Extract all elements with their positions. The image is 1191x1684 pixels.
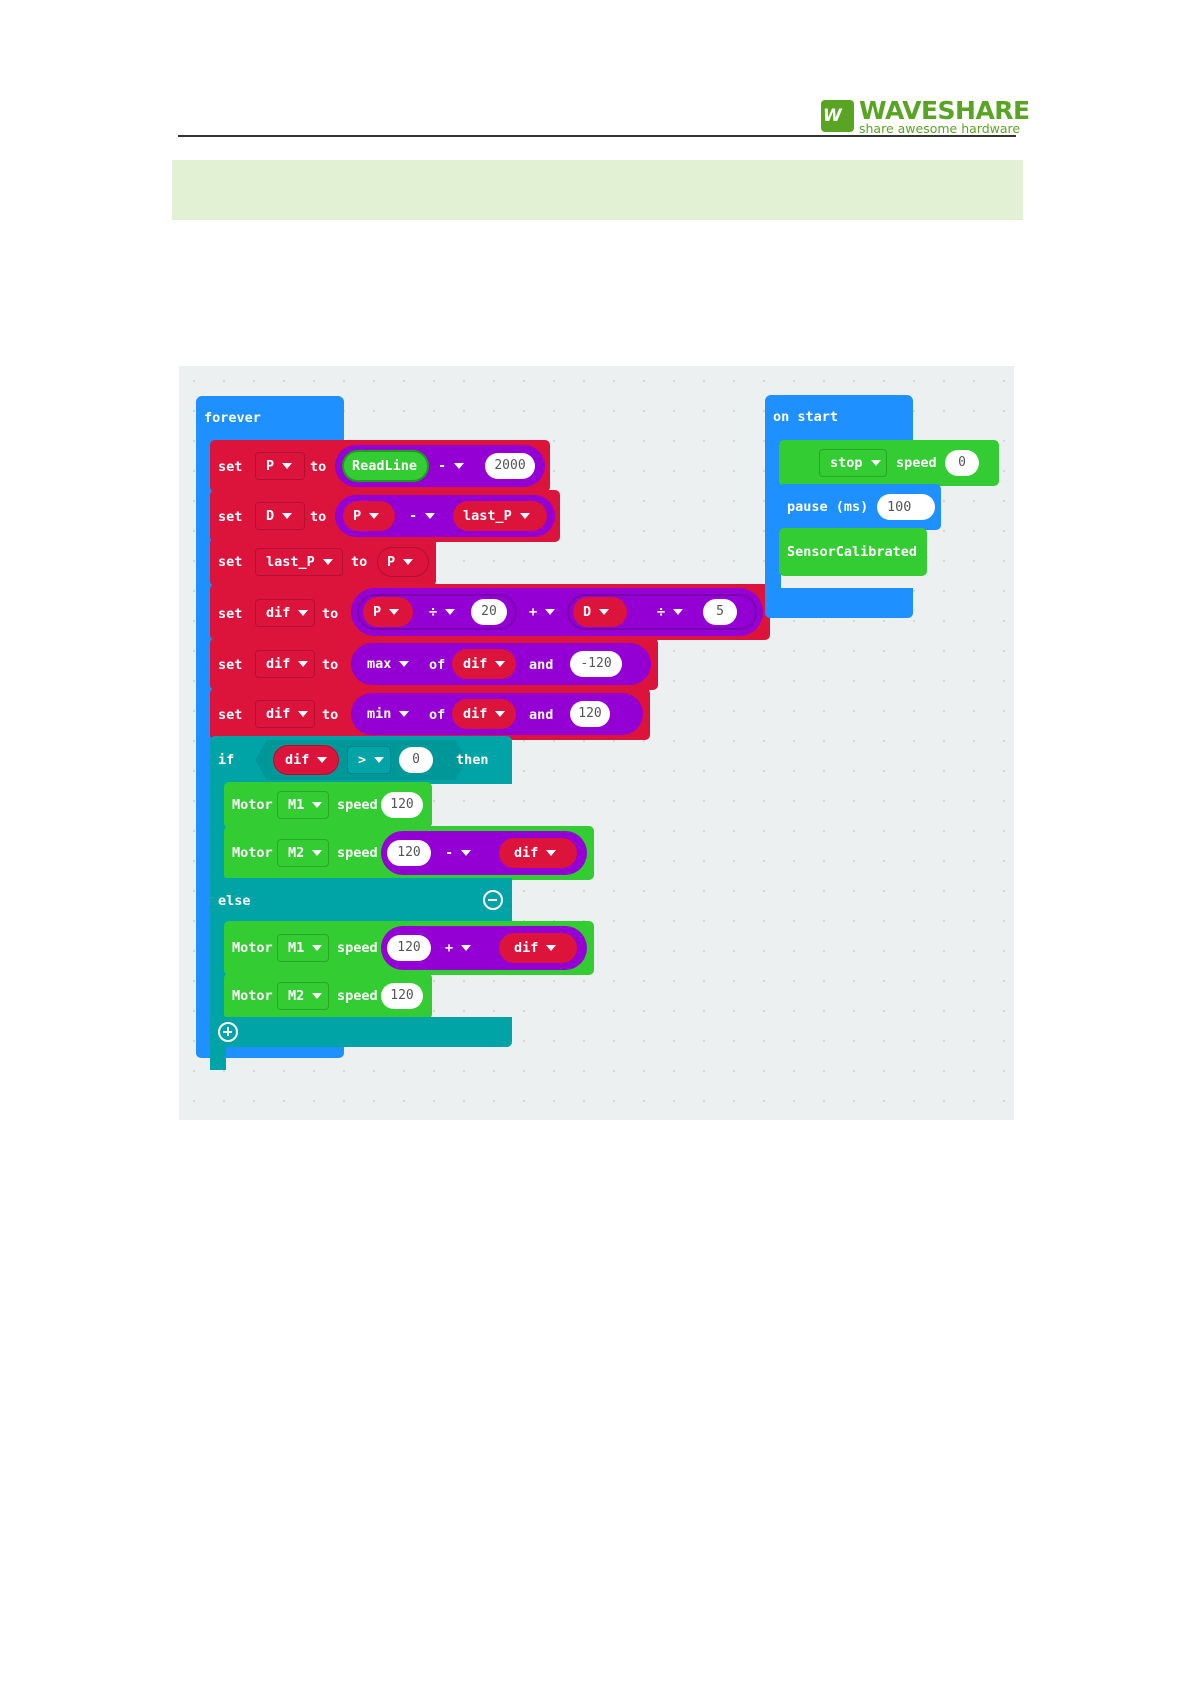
number-input[interactable]: 120 (570, 701, 610, 727)
if-spine (210, 780, 226, 1070)
var-dropdown-dif[interactable]: dif (255, 599, 315, 627)
number-input[interactable]: 0 (399, 747, 433, 773)
if-footer (210, 1017, 512, 1047)
operator-dropdown[interactable]: ÷ (657, 597, 683, 627)
speed-keyword: speed (896, 455, 937, 471)
operator-dropdown[interactable]: - (409, 501, 435, 531)
var-last-p-dropdown[interactable]: last_P (463, 501, 530, 531)
to-keyword: to (322, 657, 339, 673)
operator-dropdown[interactable]: + (445, 933, 471, 963)
then-keyword: then (456, 752, 489, 768)
number-input[interactable]: 0 (945, 450, 979, 476)
forever-block[interactable] (196, 396, 344, 446)
forever-spine (196, 426, 212, 1036)
logo-mark: W (821, 100, 854, 132)
speed-keyword: speed (337, 797, 378, 813)
stop-dropdown[interactable]: stop (819, 449, 887, 477)
motor-keyword: Motor (232, 988, 273, 1004)
sensor-calibrated-block[interactable] (779, 528, 927, 576)
var-dif-dropdown[interactable]: dif (463, 699, 505, 729)
readline-reporter[interactable] (342, 450, 429, 482)
and-keyword: and (529, 657, 554, 673)
on-start-label: on start (773, 409, 839, 425)
pause-duration-dropdown[interactable]: 100 (887, 492, 929, 522)
and-keyword: and (529, 707, 554, 723)
to-keyword: to (322, 606, 339, 622)
set-keyword: set (218, 459, 243, 475)
number-input[interactable]: -120 (570, 651, 622, 677)
operator-dropdown[interactable]: ÷ (429, 597, 455, 627)
set-keyword: set (218, 707, 243, 723)
speed-keyword: speed (337, 940, 378, 956)
var-dropdown-last-p[interactable]: last_P (255, 548, 343, 576)
math-function-dropdown[interactable]: min (367, 699, 409, 729)
set-keyword: set (218, 606, 243, 622)
motor-dropdown[interactable]: M2 (277, 839, 329, 867)
operator-dropdown[interactable]: - (445, 838, 471, 868)
number-input[interactable]: 20 (471, 599, 507, 625)
highlight-box (172, 160, 1023, 220)
var-dif-dropdown[interactable]: dif (514, 933, 556, 963)
else-section (210, 878, 512, 922)
number-input[interactable]: 120 (381, 983, 423, 1009)
number-input[interactable]: 120 (387, 935, 431, 961)
brand-name: WAVESHARE (859, 96, 1030, 125)
var-dropdown-d[interactable]: D (255, 502, 305, 530)
add-else-if-icon[interactable] (218, 1022, 238, 1042)
to-keyword: to (322, 707, 339, 723)
var-dropdown-dif[interactable]: dif (255, 650, 315, 678)
remove-else-icon[interactable] (483, 890, 503, 910)
number-input[interactable]: 120 (381, 792, 423, 818)
motor-keyword: Motor (232, 797, 273, 813)
set-keyword: set (218, 657, 243, 673)
number-input[interactable]: 120 (387, 840, 431, 866)
to-keyword: to (351, 554, 368, 570)
forever-label: forever (204, 410, 261, 426)
waveshare-logo: W WAVESHARE share awesome hardware (821, 96, 1030, 138)
number-input[interactable]: 5 (703, 599, 737, 625)
operator-dropdown[interactable]: - (438, 451, 464, 481)
speed-keyword: speed (337, 845, 378, 861)
motor-keyword: Motor (232, 845, 273, 861)
var-p-dropdown[interactable]: P (373, 597, 399, 627)
brand-tagline: share awesome hardware (859, 121, 1021, 136)
var-dif-dropdown[interactable]: dif (514, 838, 556, 868)
on-start-block[interactable] (765, 395, 913, 443)
var-dif-dropdown[interactable]: dif (285, 745, 327, 775)
var-dropdown-p[interactable]: P (255, 452, 305, 480)
speed-keyword: speed (337, 988, 378, 1004)
comparison-operator-dropdown[interactable]: > (347, 746, 391, 774)
math-function-dropdown[interactable]: max (367, 649, 409, 679)
set-keyword: set (218, 509, 243, 525)
on-start-spine (765, 436, 781, 596)
var-d-dropdown[interactable]: D (583, 597, 609, 627)
readline-label: ReadLine (352, 458, 418, 474)
header-divider (178, 135, 1016, 137)
to-keyword: to (310, 509, 327, 525)
to-keyword: to (310, 459, 327, 475)
var-dif-dropdown[interactable]: dif (463, 649, 505, 679)
set-keyword: set (218, 554, 243, 570)
var-p-dropdown[interactable]: P (353, 501, 379, 531)
on-start-foot (765, 588, 913, 618)
number-input[interactable]: 2000 (485, 453, 535, 479)
var-p-dropdown[interactable]: P (387, 547, 413, 577)
motor-dropdown[interactable]: M1 (277, 791, 329, 819)
pause-label: pause (ms) (787, 499, 869, 515)
makecode-workspace[interactable]: forever set P to ReadLine - 2000 set D t… (179, 366, 1014, 1120)
sensor-calibrated-label: SensorCalibrated (787, 544, 918, 560)
motor-dropdown[interactable]: M2 (277, 982, 329, 1010)
of-keyword: of (429, 707, 446, 723)
else-keyword: else (218, 893, 251, 909)
motor-keyword: Motor (232, 940, 273, 956)
operator-dropdown[interactable]: + (529, 597, 555, 627)
var-dropdown-dif[interactable]: dif (255, 700, 315, 728)
of-keyword: of (429, 657, 446, 673)
motor-dropdown[interactable]: M1 (277, 934, 329, 962)
if-keyword: if (218, 752, 235, 768)
